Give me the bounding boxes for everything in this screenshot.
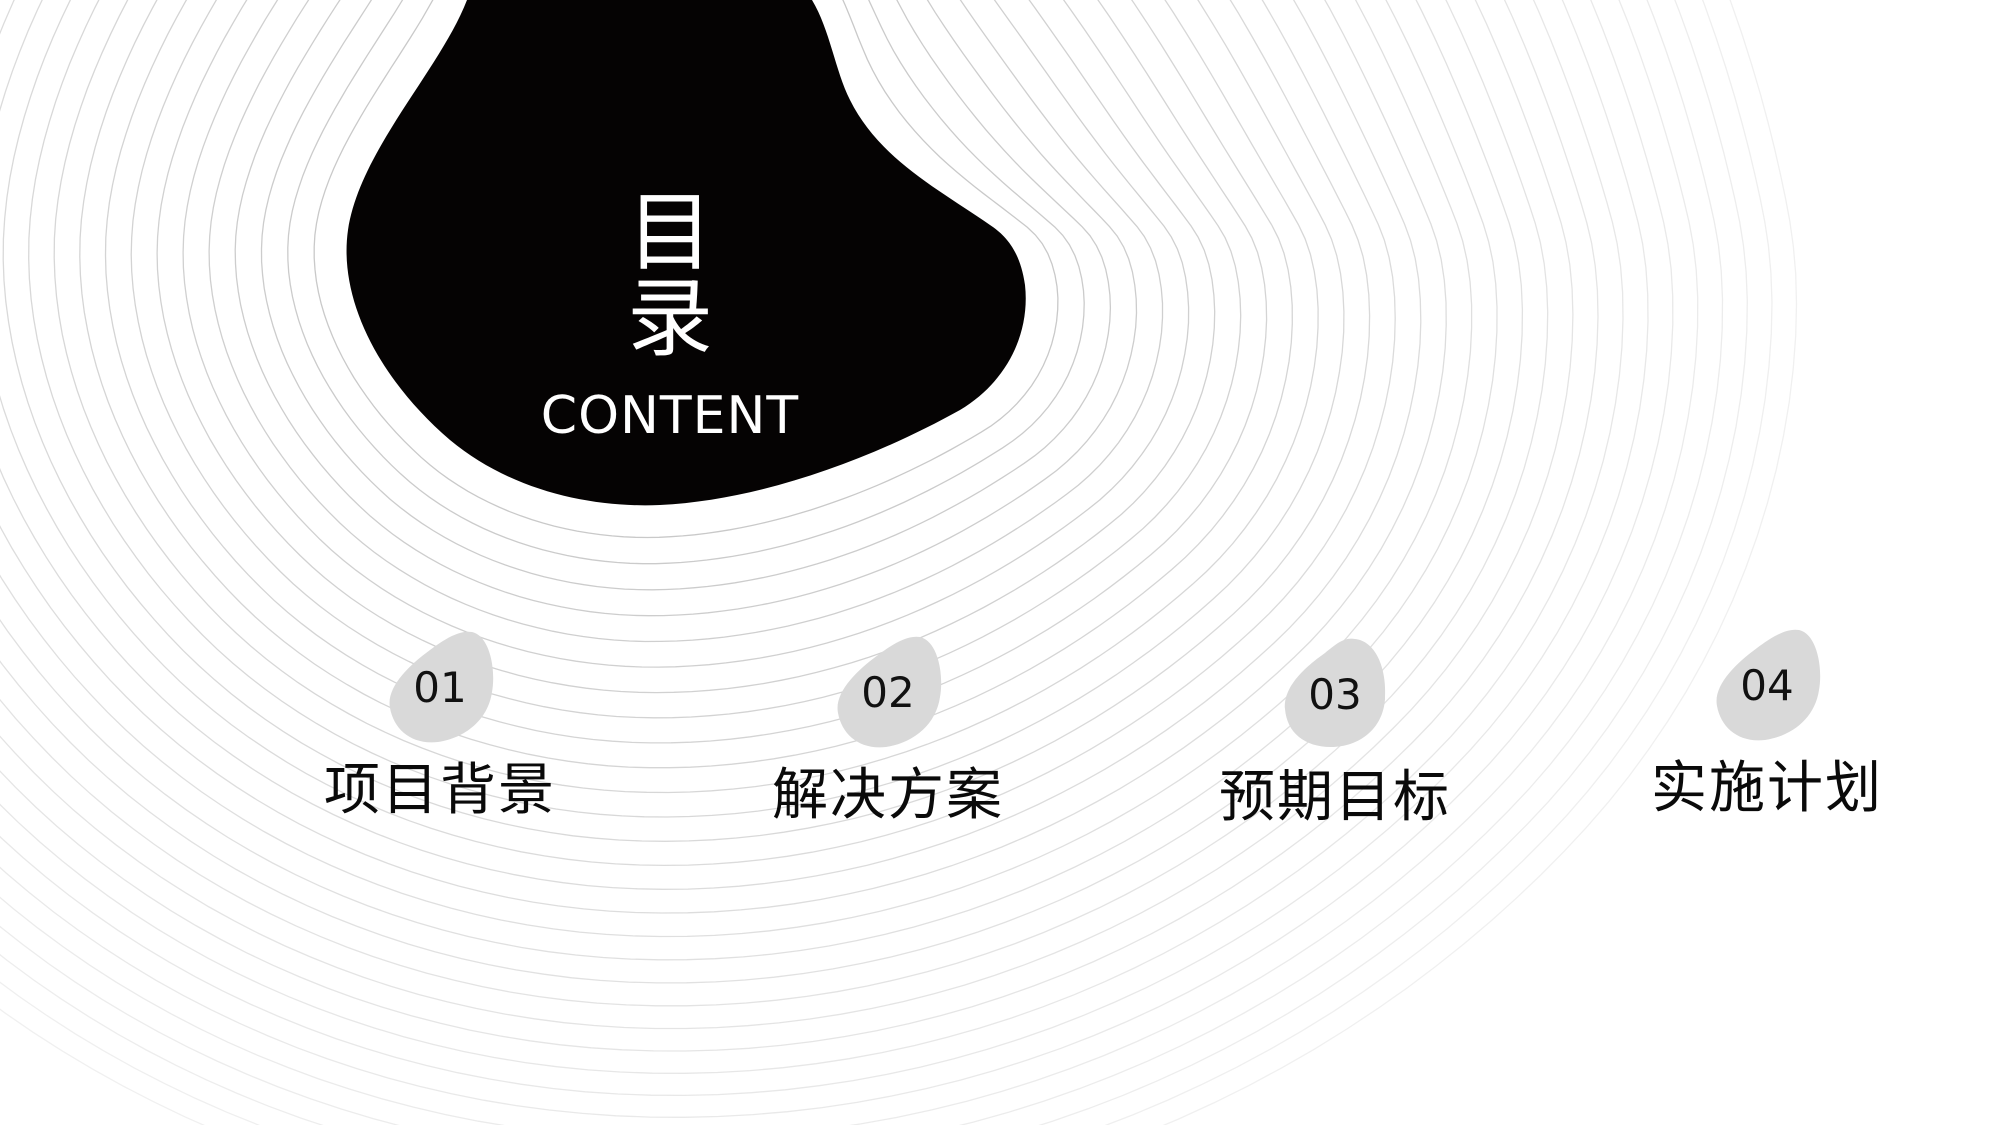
contour-line [0,0,1773,1125]
contour-line [313,0,1059,539]
contour-line [2,0,1371,842]
toc-item-label: 解决方案 [772,763,1004,828]
contour-line [104,0,1268,744]
badge-number: 04 [1740,661,1794,710]
contour-line [53,0,1319,794]
badge-number: 03 [1308,670,1362,719]
contour-line [182,0,1190,668]
number-badge: 01 [380,630,500,745]
toc-item-label: 项目背景 [324,758,556,823]
contour-line [79,0,1293,769]
contour-line [0,0,1498,961]
contour-line [0,0,1549,1007]
contour-line [234,0,1138,617]
contour-line [0,0,1524,984]
contour-line [0,0,1624,1074]
toc-item-1[interactable]: 01 项目背景 [290,630,590,819]
contour-line [0,0,1674,1118]
title-chinese: 目 录 [627,183,753,369]
contour-line [0,0,1473,938]
contour-line [260,0,1112,591]
contour-line [0,0,1798,1125]
contour-lines [0,0,1798,1125]
contour-line [0,0,1574,1030]
black-blob-shape [346,0,1026,506]
contour-line [0,0,1599,1052]
badge-number: 02 [861,668,915,717]
toc-item-4[interactable]: 04 实施计划 [1617,628,1917,817]
contour-line [28,0,1345,818]
contour-line [0,0,1396,867]
contour-line [130,0,1242,719]
number-badge: 04 [1707,628,1827,743]
toc-item-3[interactable]: 03 预期目标 [1185,637,1485,826]
title-block: 目 录 CONTENT [520,190,820,442]
toc-item-label: 实施计划 [1651,756,1883,821]
contour-line [0,0,1748,1125]
toc-item-2[interactable]: 02 解决方案 [738,635,1038,824]
contour-line [0,0,1649,1097]
contour-line [0,0,1422,890]
contour-line [0,0,1724,1125]
contour-line [0,0,1447,914]
contour-line [0,0,1699,1125]
number-badge: 02 [828,635,948,750]
contour-line [208,0,1164,643]
number-badge: 03 [1275,637,1395,752]
title-english: CONTENT [540,386,800,446]
contour-line [156,0,1216,694]
badge-number: 01 [413,663,467,712]
toc-item-label: 预期目标 [1219,765,1451,830]
contour-line [287,0,1085,565]
